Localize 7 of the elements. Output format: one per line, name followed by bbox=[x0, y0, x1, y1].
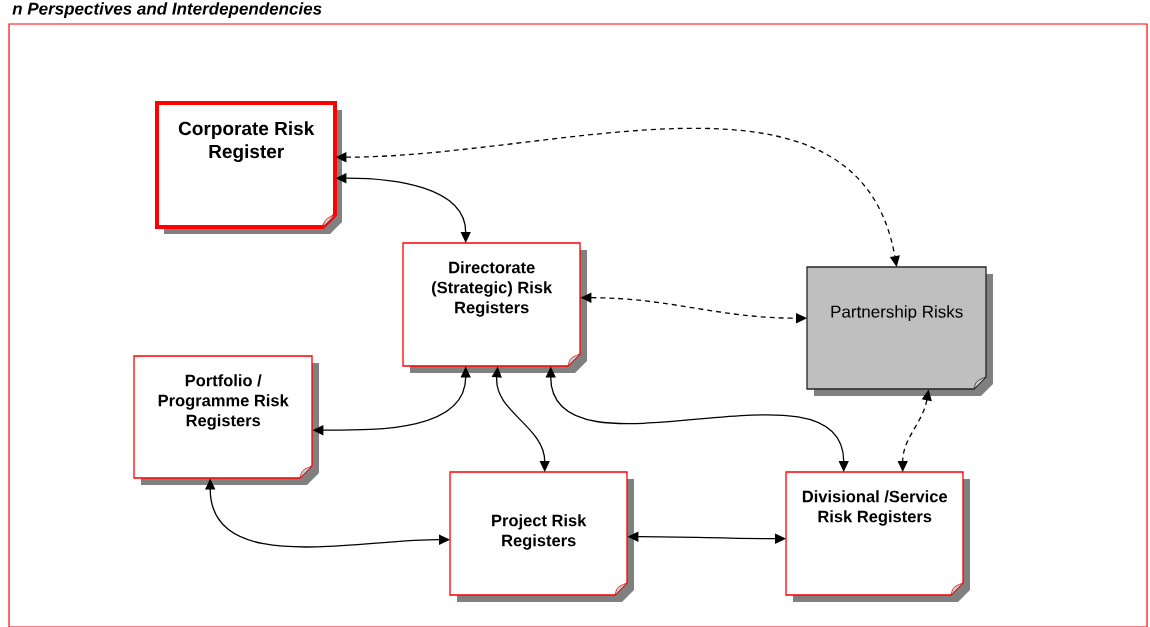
note-box: Directorate (Strategic) Risk Registers bbox=[402, 242, 587, 373]
note-box: Portfolio / Programme Risk Registers bbox=[133, 355, 319, 485]
note-box: Divisional /Service Risk Registers bbox=[785, 471, 970, 602]
note-box: Project Risk Registers bbox=[449, 471, 634, 602]
title: n Perspectives and Interdependencies bbox=[12, 2, 322, 19]
note-box: Partnership Risks bbox=[806, 266, 993, 396]
note-box: Corporate Risk Register bbox=[155, 101, 342, 234]
